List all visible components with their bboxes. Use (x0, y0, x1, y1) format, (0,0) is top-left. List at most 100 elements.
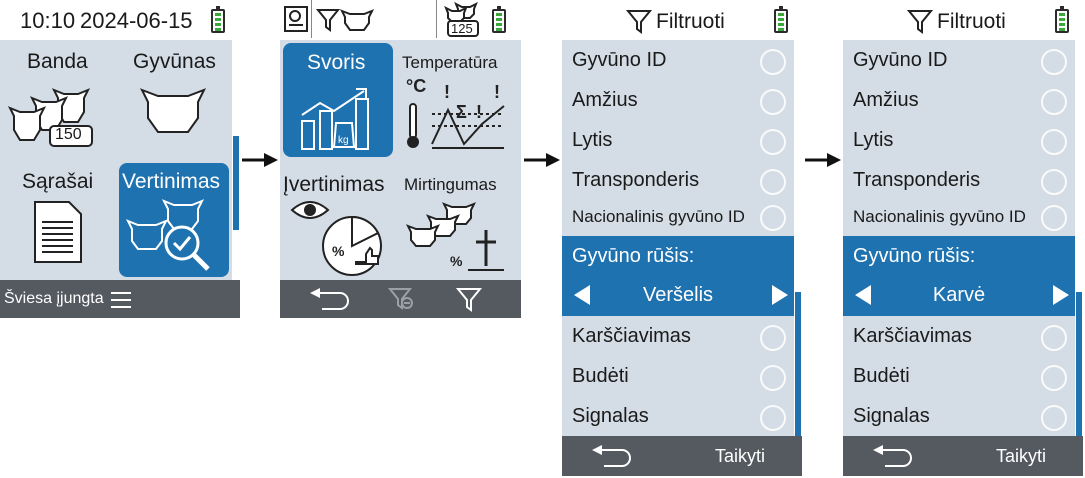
species-title: Gyvūno rūšis: (853, 245, 976, 267)
filter-row-fever[interactable]: Karščiavimas (562, 317, 794, 357)
species-selector[interactable]: Gyvūno rūšis: Veršelis (562, 236, 794, 316)
filter-radio[interactable] (760, 405, 786, 431)
filter-remove-icon[interactable] (388, 286, 414, 312)
tile-temperatura[interactable]: Temperatūra °C ! Σ ! ! (400, 40, 521, 160)
alert-mark-3: ! (494, 82, 500, 102)
filter-label: Karščiavimas (853, 325, 972, 347)
status-divider (436, 0, 437, 38)
filter-radio[interactable] (760, 129, 786, 155)
temperature-unit-label: °C (406, 76, 426, 96)
species-value: Veršelis (642, 284, 714, 306)
back-icon[interactable] (308, 287, 354, 313)
tile-ivertinimas[interactable]: Įvertinimas % (280, 160, 400, 280)
tile-vertinimas[interactable]: Vertinimas (119, 163, 229, 277)
filter-list: Gyvūno ID Amžius Lytis Transponderis Nac… (843, 40, 1075, 436)
screen-filter-calf: Filtruoti Gyvūno ID Amžius Lytis Transpo… (562, 0, 802, 478)
filter-radio[interactable] (760, 365, 786, 391)
filter-row-national-id[interactable]: Nacionalinis gyvūno ID (843, 197, 1075, 237)
species-next-arrow[interactable] (1053, 285, 1069, 305)
filter-row-fever[interactable]: Karščiavimas (843, 317, 1075, 357)
bottom-bar: Taikyti (843, 436, 1083, 476)
status-bar: 10:10 2024-06-15 (0, 0, 240, 40)
clock: 10:10 (20, 8, 76, 33)
filter-radio[interactable] (1041, 205, 1067, 231)
menu-grid: Banda 150 Gyvūnas Sąrašai (0, 40, 232, 280)
filter-row-signal[interactable]: Signalas (562, 397, 794, 437)
filter-radio[interactable] (1041, 49, 1067, 75)
filter-radio[interactable] (1041, 89, 1067, 115)
filter-label: Nacionalinis gyvūno ID (572, 207, 745, 226)
tile-svoris[interactable]: Svoris kg (283, 43, 393, 157)
filter-row-age[interactable]: Amžius (843, 81, 1075, 121)
filter-radio[interactable] (1041, 405, 1067, 431)
date: 2024-06-15 (80, 8, 193, 33)
bottom-bar: Taikyti (562, 436, 802, 476)
status-bar: Filtruoti (562, 0, 802, 40)
menu-icon[interactable] (110, 291, 132, 309)
tile-gyvunas[interactable]: Gyvūnas (116, 40, 232, 160)
filter-label: Budėti (572, 365, 629, 387)
apply-button[interactable]: Taikyti (996, 446, 1047, 466)
filter-row-alert[interactable]: Budėti (843, 357, 1075, 397)
species-prev-arrow[interactable] (574, 285, 590, 305)
filter-icon[interactable] (456, 286, 482, 312)
tile-label: Vertinimas (122, 170, 221, 193)
battery-icon (492, 6, 506, 33)
filter-label: Transponderis (853, 169, 981, 191)
filter-label: Lytis (853, 129, 894, 151)
scroll-indicator[interactable] (233, 136, 239, 230)
herd-count-badge: 150 (55, 126, 82, 143)
filter-label: Signalas (853, 405, 930, 427)
filter-row-national-id[interactable]: Nacionalinis gyvūno ID (562, 197, 794, 237)
filter-row-animal-id[interactable]: Gyvūno ID (843, 41, 1075, 81)
status-bar: Filtruoti (843, 0, 1085, 40)
filter-label: Budėti (853, 365, 910, 387)
species-prev-arrow[interactable] (855, 285, 871, 305)
filter-radio[interactable] (760, 325, 786, 351)
arrow-right-icon (805, 153, 841, 167)
alert-mark-1: ! (444, 82, 450, 102)
filter-radio[interactable] (1041, 325, 1067, 351)
filter-radio[interactable] (760, 205, 786, 231)
filter-radio[interactable] (1041, 129, 1067, 155)
back-icon[interactable] (590, 444, 636, 470)
back-icon[interactable] (871, 444, 917, 470)
tile-banda[interactable]: Banda 150 (0, 40, 116, 160)
screen-evaluation-menu: 125 Svoris kg Temperatūra °C (280, 0, 521, 320)
filter-icon (907, 10, 933, 34)
filter-radio[interactable] (1041, 169, 1067, 195)
filter-radio[interactable] (760, 49, 786, 75)
scrollbar[interactable] (1076, 292, 1082, 436)
apply-button[interactable]: Taikyti (715, 446, 766, 466)
species-selector[interactable]: Gyvūno rūšis: Karvė (843, 236, 1075, 316)
screen-title: Filtruoti (656, 10, 725, 33)
tile-mirtingumas[interactable]: Mirtingumas % (400, 160, 521, 280)
filter-row-signal[interactable]: Signalas (843, 397, 1075, 437)
tile-label: Sąrašai (22, 170, 94, 193)
filter-radio[interactable] (1041, 365, 1067, 391)
filter-label: Amžius (853, 89, 919, 111)
filter-row-transponder[interactable]: Transponderis (843, 161, 1075, 201)
filter-radio[interactable] (760, 169, 786, 195)
filter-label: Signalas (572, 405, 649, 427)
filter-row-alert[interactable]: Budėti (562, 357, 794, 397)
light-status: Šviesa įjungta (4, 290, 104, 307)
arrow-right-icon (242, 153, 278, 167)
filter-row-sex[interactable]: Lytis (562, 121, 794, 161)
filter-row-sex[interactable]: Lytis (843, 121, 1075, 161)
herd-count-badge: 125 (451, 21, 473, 36)
filter-row-transponder[interactable]: Transponderis (562, 161, 794, 201)
screen-main-menu: 10:10 2024-06-15 Banda 150 Gyvūnas (0, 0, 240, 320)
filter-list: Gyvūno ID Amžius Lytis Transponderis Nac… (562, 40, 794, 436)
scrollbar[interactable] (795, 292, 801, 436)
filter-radio[interactable] (760, 89, 786, 115)
species-next-arrow[interactable] (772, 285, 788, 305)
herd-icon (444, 2, 479, 37)
arrow-right-icon (524, 153, 560, 167)
filter-label: Amžius (572, 89, 638, 111)
filter-label: Nacionalinis gyvūno ID (853, 207, 1026, 226)
tile-sarasai[interactable]: Sąrašai (0, 160, 116, 280)
menu-grid: Svoris kg Temperatūra °C (280, 40, 521, 280)
filter-row-age[interactable]: Amžius (562, 81, 794, 121)
filter-row-animal-id[interactable]: Gyvūno ID (562, 41, 794, 81)
